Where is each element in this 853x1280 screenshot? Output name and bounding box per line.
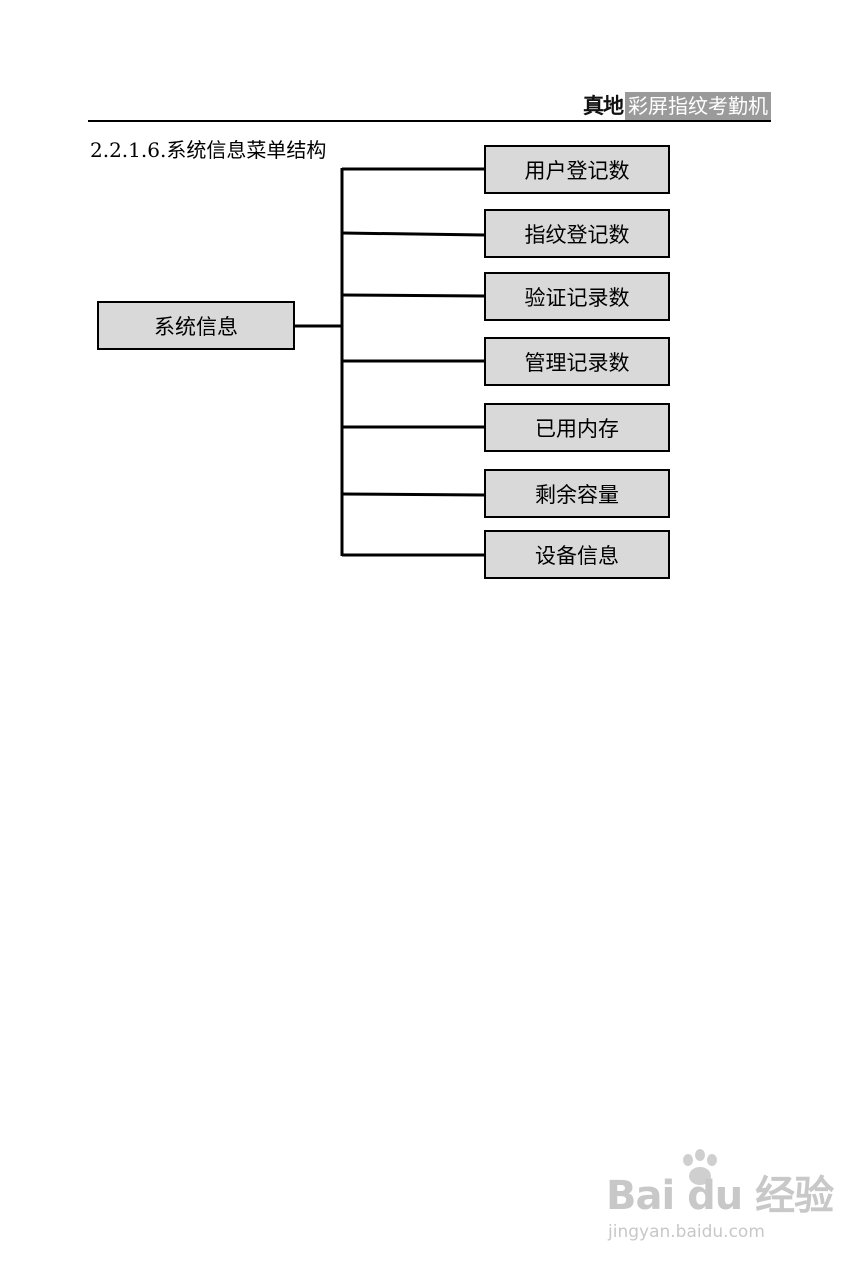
- child-node-admin-records: 管理记录数: [484, 337, 670, 386]
- branch-line: [341, 492, 485, 497]
- child-node-verify-records: 验证记录数: [484, 272, 670, 321]
- child-node-device-info: 设备信息: [484, 530, 670, 579]
- brand-tagline: 彩屏指纹考勤机: [625, 92, 771, 120]
- section-title: 2.2.1.6.系统信息菜单结构: [90, 138, 327, 162]
- brand: 真地 彩屏指纹考勤机: [581, 92, 771, 120]
- child-node-fingerprint-count: 指纹登记数: [484, 209, 670, 258]
- watermark: Bai du 经验 jingyan.baidu.com: [606, 1148, 834, 1248]
- branch-line: [341, 293, 485, 298]
- header-rule: [88, 120, 771, 122]
- watermark-logo: Bai du 经验: [606, 1173, 834, 1219]
- root-node-system-info: 系统信息: [97, 301, 295, 350]
- child-node-user-count: 用户登记数: [484, 145, 670, 194]
- brand-logo: 真地: [583, 94, 624, 118]
- child-node-used-memory: 已用内存: [484, 403, 670, 452]
- watermark-url: jingyan.baidu.com: [608, 1222, 765, 1242]
- paw-icon: [683, 1149, 717, 1185]
- child-node-remaining-capacity: 剩余容量: [484, 469, 670, 518]
- branch-line: [341, 231, 485, 237]
- page-header: 真地 彩屏指纹考勤机: [88, 88, 771, 122]
